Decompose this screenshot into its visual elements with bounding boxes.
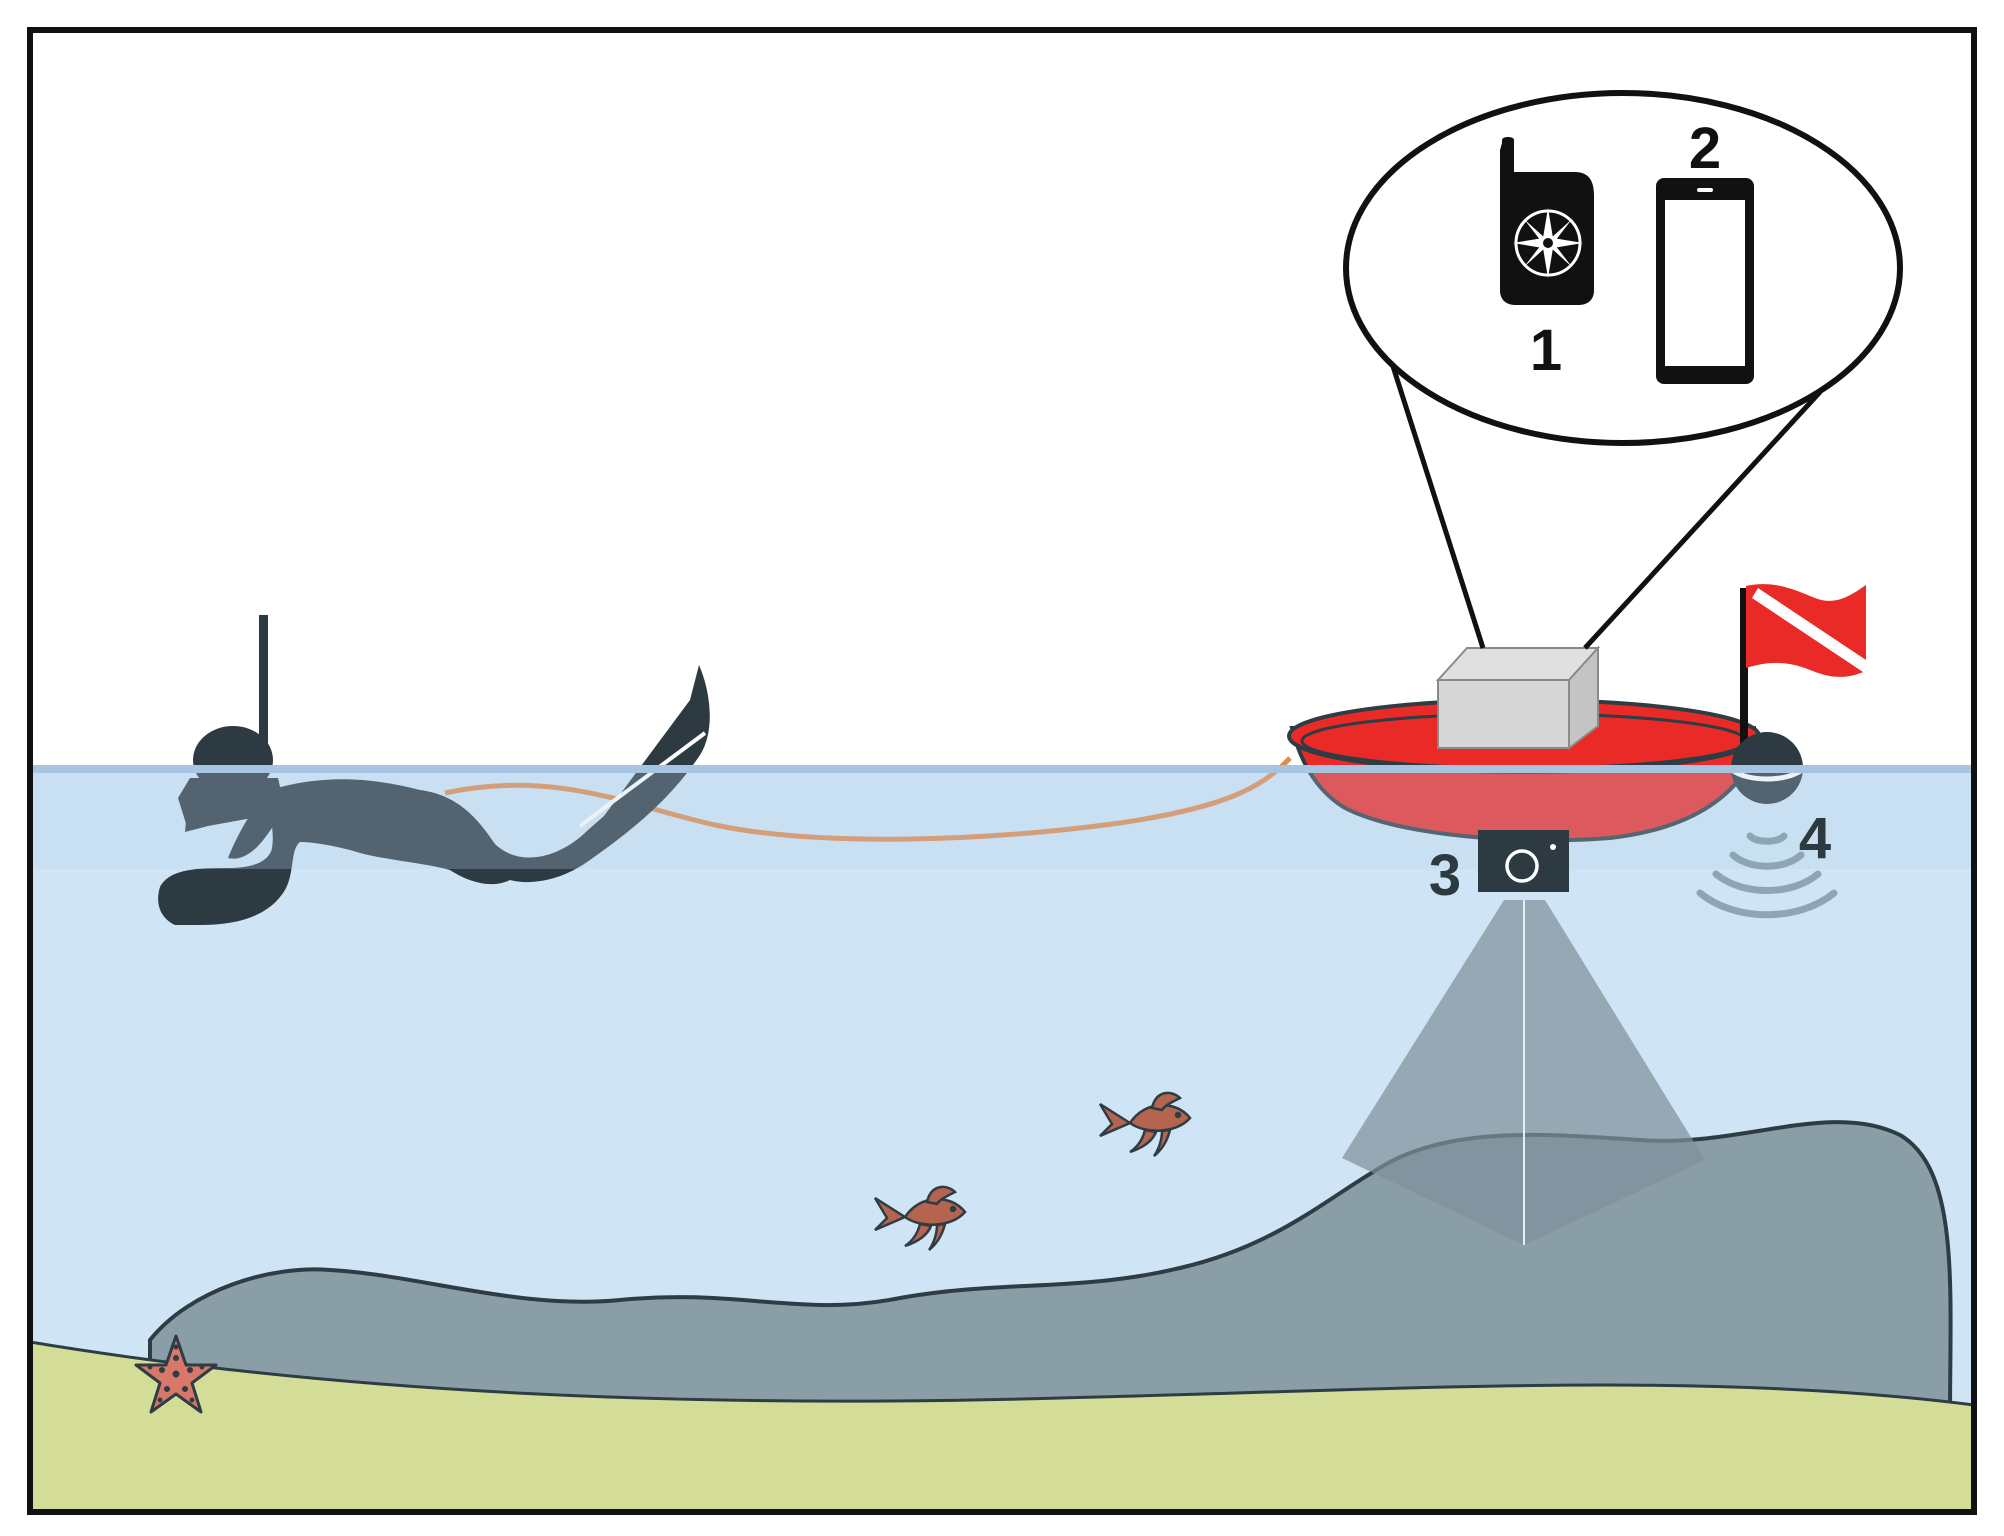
starfish-icon <box>134 1334 218 1414</box>
smartphone-icon <box>1656 178 1754 384</box>
dive-flag-icon <box>1740 584 1866 748</box>
dive-buoy-icon <box>1287 645 1761 843</box>
snorkeler-icon <box>158 615 710 925</box>
fish-icon <box>1098 1091 1192 1157</box>
sonar-wave-icon <box>1696 832 1838 919</box>
tether-line <box>444 756 1292 842</box>
water-surface-line <box>30 765 1974 773</box>
label-sonar: 4 <box>1799 806 1831 871</box>
sand-floor <box>30 1340 1974 1512</box>
gps-handheld-icon <box>1500 137 1594 305</box>
callout-line-right <box>1583 390 1822 650</box>
fish-icon <box>873 1185 967 1251</box>
callout-bubble <box>1343 90 1903 446</box>
label-gps-device: 1 <box>1530 318 1562 383</box>
label-camera: 3 <box>1429 843 1461 908</box>
camera-icon <box>1478 830 1569 892</box>
diagram-frame <box>27 27 1977 1515</box>
label-phone: 2 <box>1689 116 1721 181</box>
water-tint <box>30 769 1974 869</box>
